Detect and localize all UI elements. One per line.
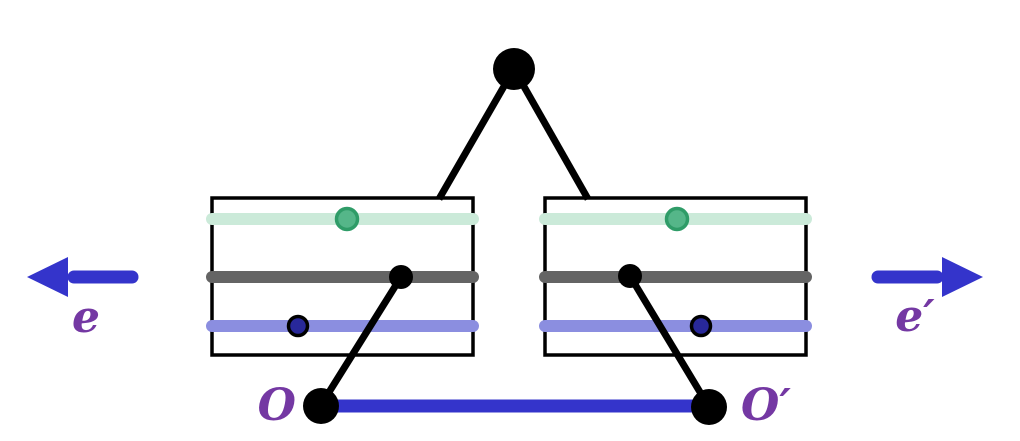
- O-node: [303, 388, 339, 424]
- right-black-dot: [618, 264, 642, 288]
- label-e-prime: e′: [895, 291, 935, 342]
- apex-to-right-box-edge: [510, 67, 592, 201]
- label-O: O: [258, 380, 296, 431]
- right-arrow-icon: [871, 257, 983, 297]
- right-green-dot: [664, 206, 690, 232]
- label-O-prime: O′: [741, 380, 791, 431]
- left-green-dot: [334, 206, 360, 232]
- apex-to-left-box-edge: [435, 67, 518, 201]
- left-arrow-icon: [27, 257, 139, 297]
- left-arrow-head: [27, 257, 68, 297]
- left-black-dot: [389, 265, 413, 289]
- right-arrow-head: [942, 257, 983, 297]
- left-node-to-O-line: [318, 275, 404, 407]
- apex-node: [493, 48, 535, 90]
- right-navy-dot: [689, 314, 713, 338]
- O-prime-node: [691, 389, 727, 425]
- left-navy-dot: [286, 314, 310, 338]
- right-node-to-O-prime-line: [627, 274, 712, 409]
- label-e: e: [72, 292, 100, 343]
